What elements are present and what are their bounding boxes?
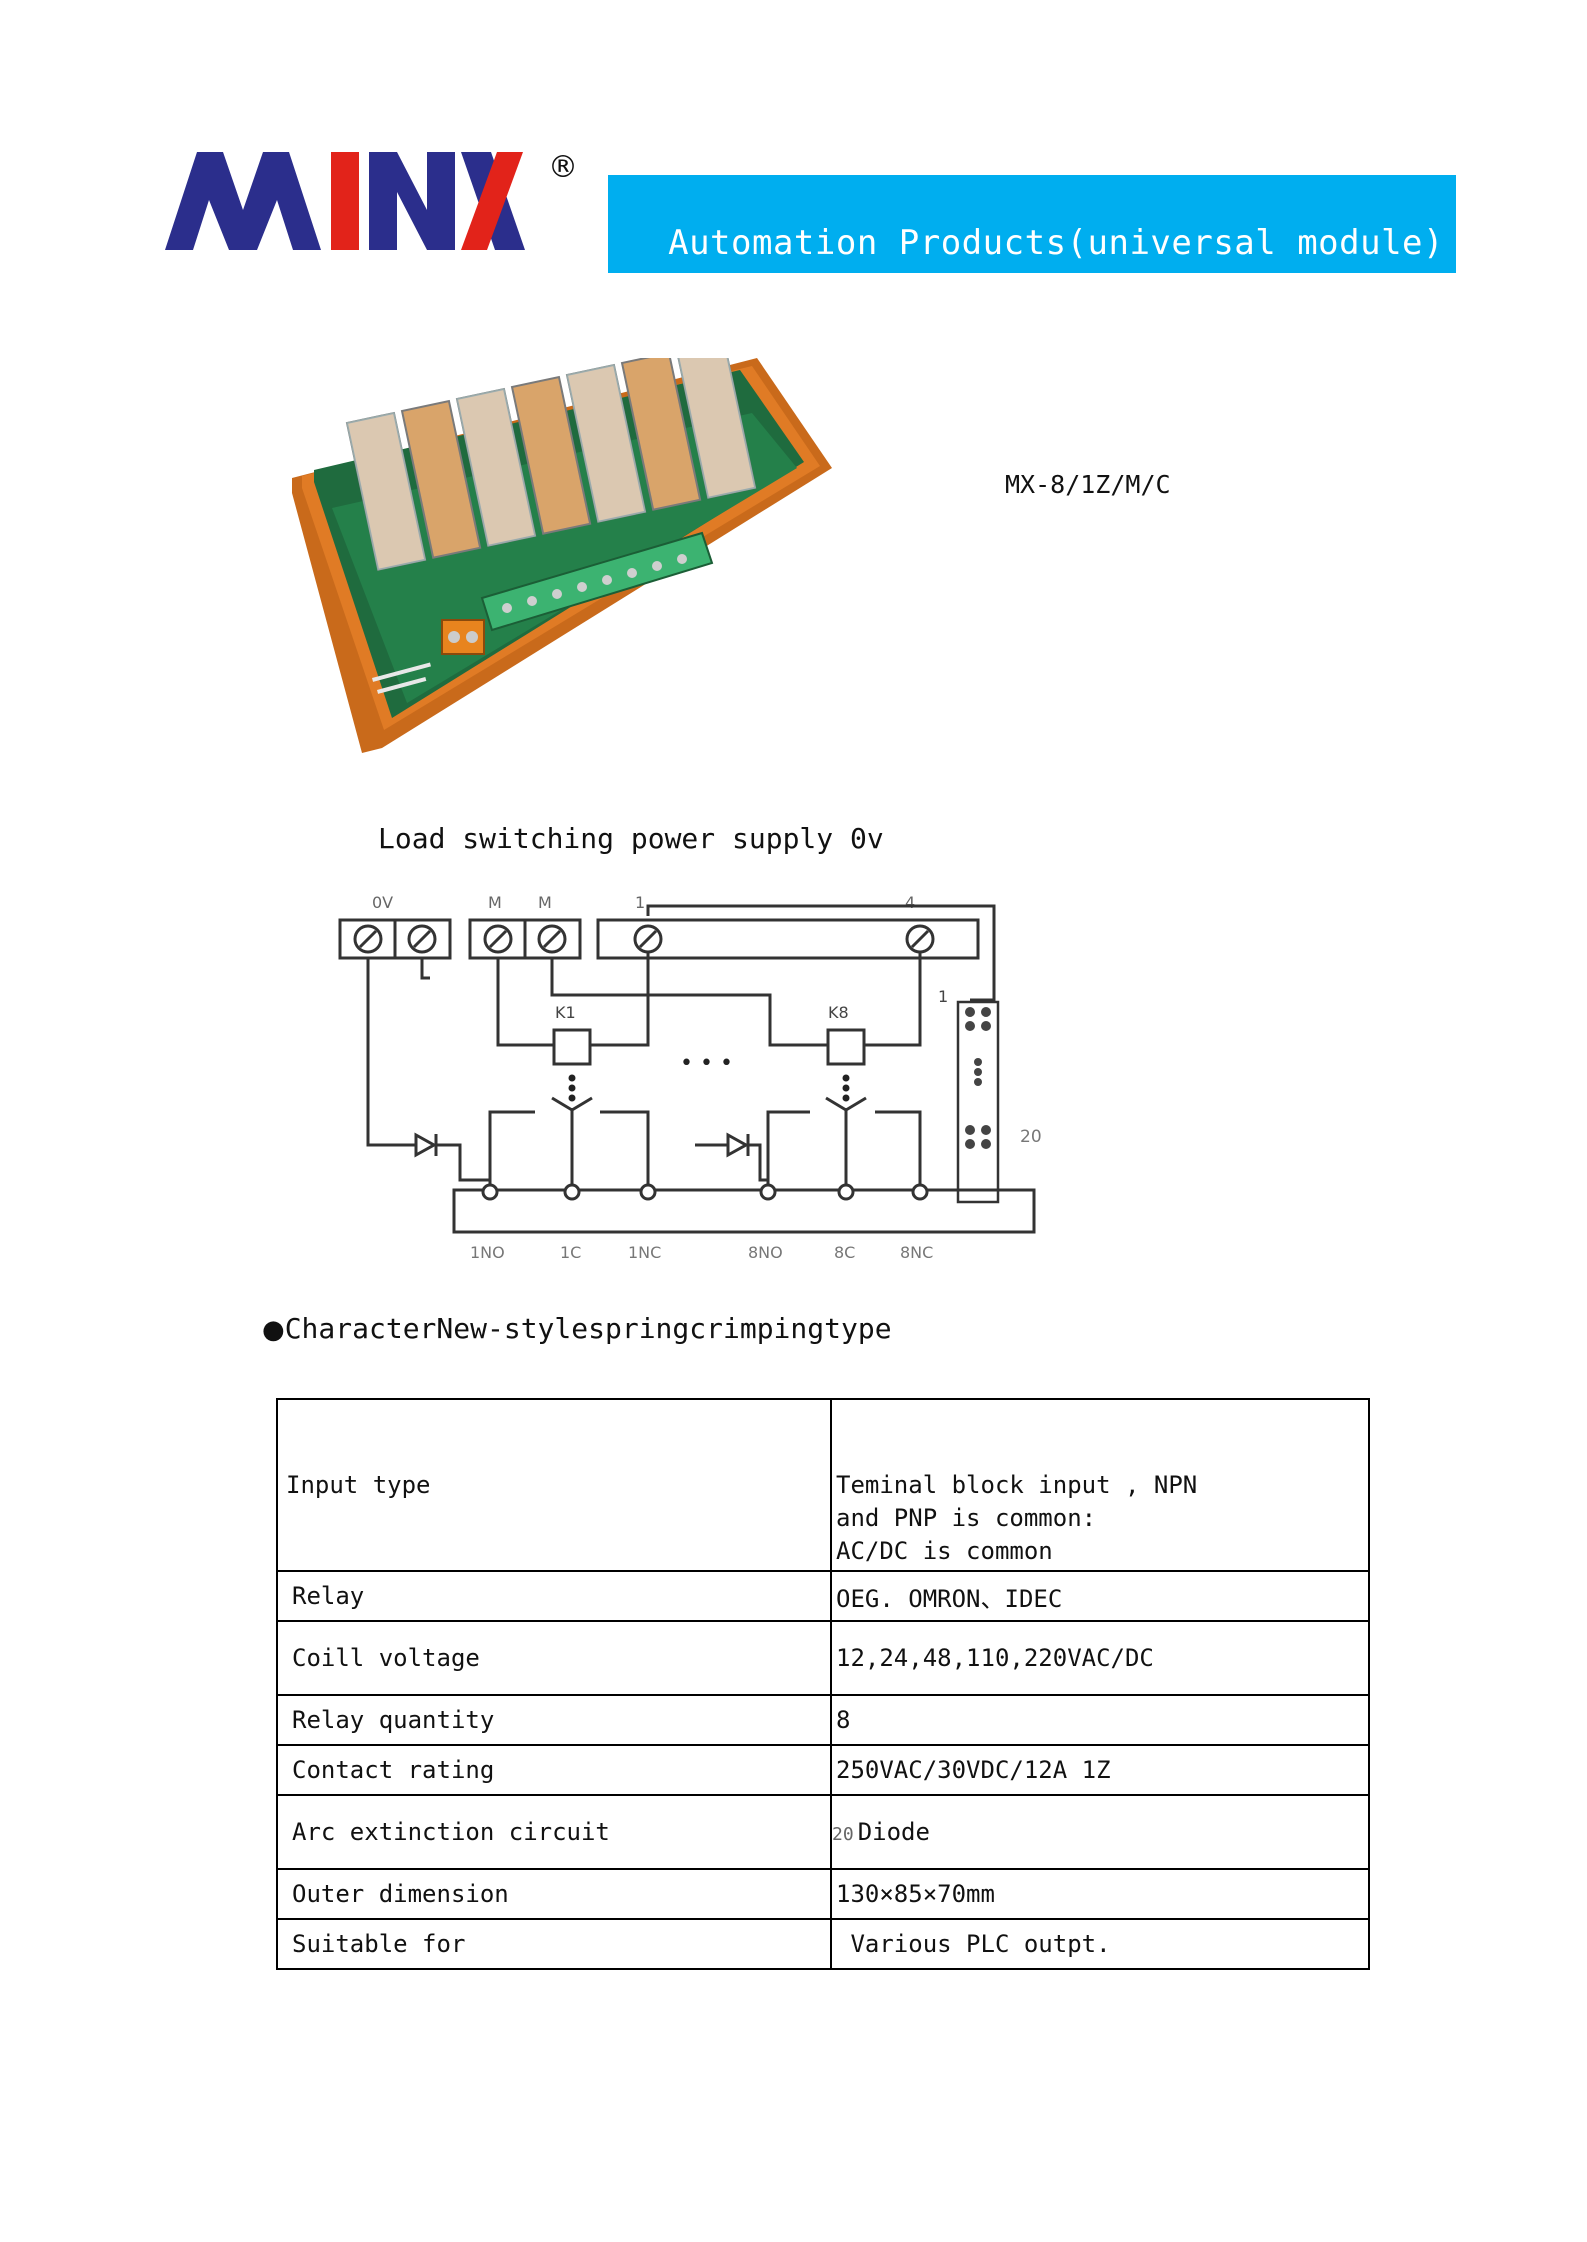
spec-label: Outer dimension	[276, 1868, 832, 1920]
table-row: Input type Teminal block input , NPN and…	[276, 1398, 1370, 1572]
spec-value-line: AC/DC is common	[836, 1537, 1053, 1565]
table-row: Coill voltage 12,24,48,110,220VAC/DC	[276, 1620, 1370, 1696]
side-number: 20	[1020, 1127, 1042, 1147]
minxi-logo	[165, 152, 525, 250]
spec-value: 12,24,48,110,220VAC/DC	[830, 1620, 1370, 1696]
bullet-icon: ●	[262, 1315, 285, 1345]
spec-label: Input type	[276, 1398, 832, 1572]
spec-label: Relay quantity	[276, 1694, 832, 1746]
spec-label: Contact rating	[276, 1744, 832, 1796]
spec-label: Coill voltage	[276, 1620, 832, 1696]
label-4: 4	[905, 893, 915, 912]
spec-value: Various PLC outpt.	[830, 1918, 1370, 1970]
registered-mark: ®	[548, 150, 578, 185]
spec-value: 8	[830, 1694, 1370, 1746]
wiring-diagram: 0V M M 1 4 K1 K8 • • •	[338, 893, 1042, 1262]
relay-board-photo	[292, 358, 832, 753]
label-m2: M	[538, 893, 552, 912]
stray-number: 20	[832, 1824, 854, 1845]
label-m1: M	[488, 893, 502, 912]
header-banner: Automation Products(universal module)	[608, 175, 1456, 273]
label-1no: 1NO	[470, 1243, 505, 1262]
relay-label-k1: K1	[555, 1003, 576, 1022]
side-pin-label: 1	[938, 987, 948, 1006]
model-number: MX-8/1Z/M/C	[1005, 470, 1171, 499]
diagram-caption: Load switching power supply 0v	[378, 822, 884, 855]
banner-title: Automation Products(universal module)	[668, 223, 1444, 263]
label-1: 1	[635, 893, 645, 912]
spec-value: OEG. OMRON、IDEC	[830, 1570, 1370, 1622]
spec-label: Relay	[276, 1570, 832, 1622]
diagram-ellipsis: • • •	[680, 1051, 733, 1076]
spec-value-line: Teminal block input , NPN	[836, 1471, 1198, 1499]
spec-value-line: and PNP is common:	[836, 1504, 1097, 1532]
spec-label: Suitable for	[276, 1918, 832, 1970]
label-8nc: 8NC	[900, 1243, 933, 1262]
spec-value: 250VAC/30VDC/12A 1Z	[830, 1744, 1370, 1796]
label-0v: 0V	[372, 893, 393, 912]
spec-label: Arc extinction circuit	[276, 1794, 832, 1870]
label-1c: 1C	[560, 1243, 581, 1262]
label-1nc: 1NC	[628, 1243, 661, 1262]
label-8c: 8C	[834, 1243, 855, 1262]
spec-value: 130×85×70mm	[830, 1868, 1370, 1920]
relay-label-k8: K8	[828, 1003, 849, 1022]
spec-value-text: Diode	[857, 1818, 930, 1846]
spec-table: Input type Teminal block input , NPN and…	[276, 1398, 1370, 1970]
label-8no: 8NO	[748, 1243, 783, 1262]
table-row: Outer dimension 130×85×70mm	[276, 1868, 1370, 1920]
table-row: Relay OEG. OMRON、IDEC	[276, 1570, 1370, 1622]
table-row: Relay quantity 8	[276, 1694, 1370, 1746]
table-row: Suitable for Various PLC outpt.	[276, 1918, 1370, 1970]
spec-value: Teminal block input , NPN and PNP is com…	[830, 1398, 1370, 1572]
feature-line: ●CharacterNew-stylespringcrimpingtype	[262, 1312, 892, 1345]
table-row: Contact rating 250VAC/30VDC/12A 1Z	[276, 1744, 1370, 1796]
feature-text: CharacterNew-stylespringcrimpingtype	[284, 1312, 892, 1345]
